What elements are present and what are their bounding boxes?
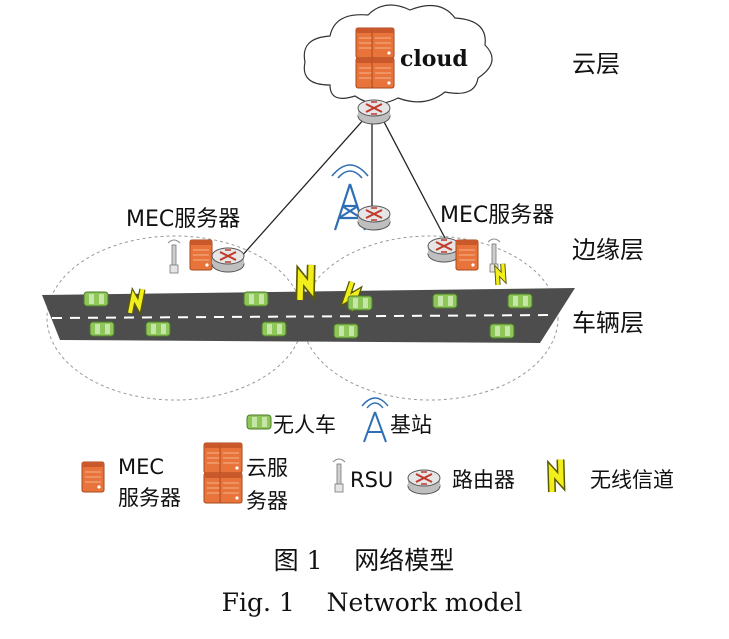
car-icon [507,293,533,309]
car-icon [489,323,515,339]
legend-cloud-server-icon [203,442,243,504]
legend-car-label: 无人车 [273,413,336,437]
legend-mec-label-line1: MEC [118,455,164,479]
legend-cloud-server-label-line2: 务器 [246,489,288,513]
coverage-area-right [301,235,559,401]
cloud-layer-label: 云层 [572,50,620,78]
car-icon [243,291,269,307]
rsu-left-icon [167,239,181,274]
caption-english: Fig. 1 Network model [222,588,523,617]
legend-cloud-server-label-line1: 云服 [246,456,288,480]
cloud-label: cloud [400,46,468,72]
legend: 无人车 基站 MEC 服务器 云服 务器 RSU 路由器 无线信道 [81,397,674,513]
car-icon [89,321,115,337]
mec-router-left-icon [211,247,245,273]
mec-server-left-label: MEC服务器 [126,207,240,232]
caption-chinese: 图 1 网络模型 [274,546,455,575]
edge-layer-label: 边缘层 [572,236,644,264]
legend-wireless-label: 无线信道 [590,468,674,492]
base-station-router-icon [357,205,391,231]
car-icon [432,293,458,309]
car-icon [333,323,359,339]
mec-server-left-icon [189,239,213,271]
cloud-icon [303,4,493,105]
cloud-server-icon [355,27,395,89]
legend-tower-icon [361,397,389,443]
car-icon [347,295,373,311]
legend-car-icon [246,414,272,430]
legend-rsu-icon [332,458,346,493]
car-icon [261,321,287,337]
tower-icon [331,164,369,231]
cloud-router-icon [357,99,391,125]
legend-lightning-icon [542,459,571,494]
legend-rsu-label: RSU [350,468,393,492]
legend-mec-server-icon [81,461,105,493]
legend-router-label: 路由器 [452,468,515,492]
vehicle-layer-label: 车辆层 [572,309,644,337]
legend-mec-label-line2: 服务器 [118,486,181,510]
mec-router-right-icon [427,237,461,263]
mec-server-right-label: MEC服务器 [440,203,554,228]
backhaul-links [239,117,447,259]
legend-base-station-label: 基站 [390,413,432,437]
legend-router-icon [407,469,441,495]
mec-server-right-icon [455,239,479,271]
rsu-right-icon [487,238,501,273]
car-icon [83,291,109,307]
car-icon [145,321,171,337]
